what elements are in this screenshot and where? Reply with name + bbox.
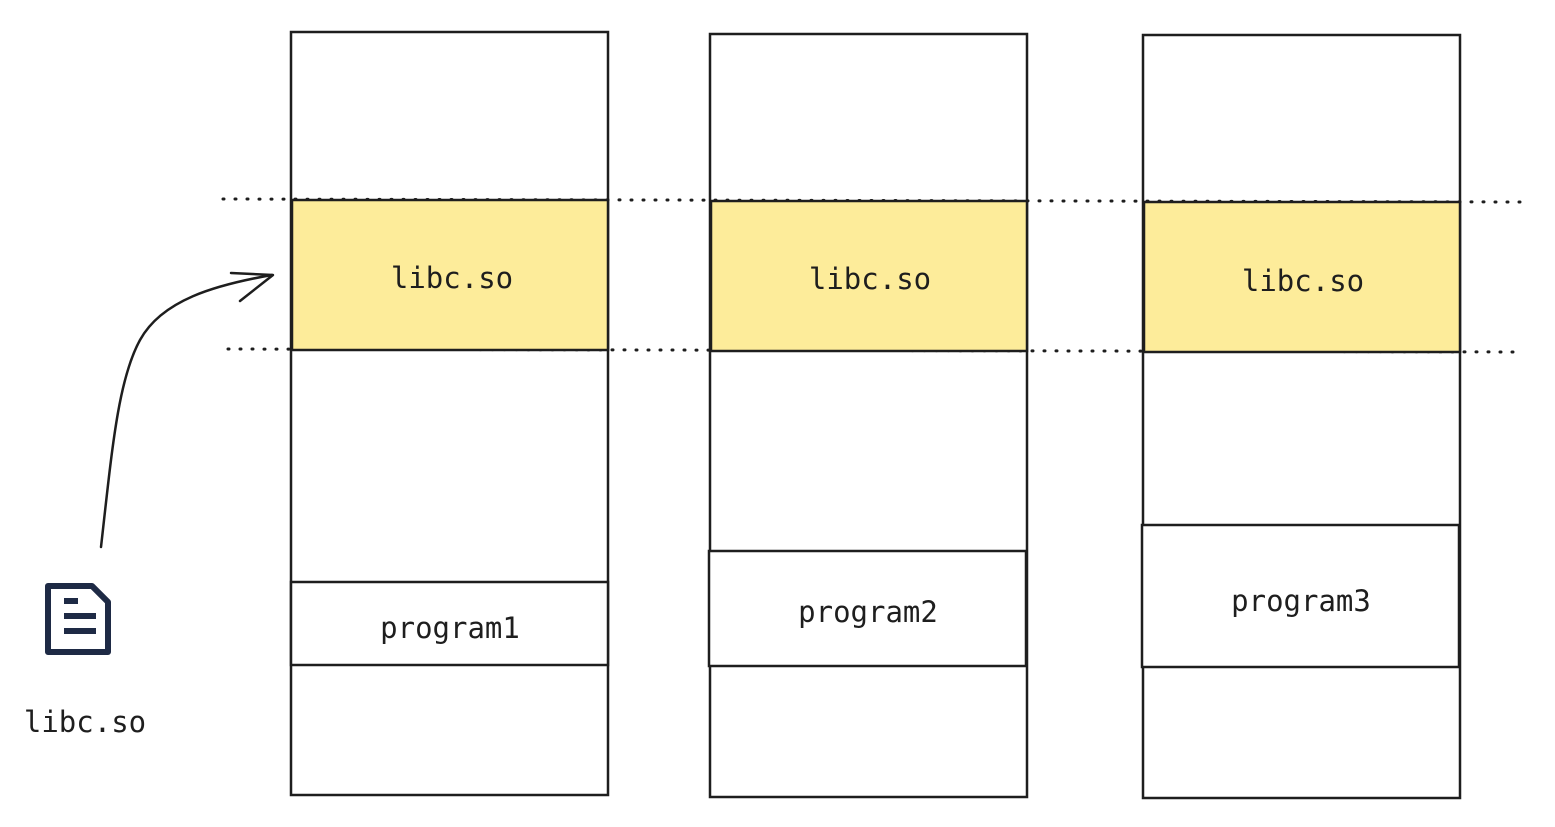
file-label: libc.so: [24, 705, 146, 739]
process-column-3: libc.so program3: [1140, 33, 1462, 800]
shared-lib-label-3: libc.so: [1242, 264, 1364, 298]
process-column-2: libc.so program2: [707, 32, 1029, 799]
program-label-2: program2: [798, 595, 938, 629]
address-space-1: [289, 30, 610, 797]
program-label-3: program3: [1231, 584, 1371, 618]
program-region-2: [707, 549, 1028, 668]
address-space-2: [708, 32, 1029, 799]
shared-lib-region-2: [709, 199, 1029, 353]
program-region-1: [289, 580, 610, 667]
load-arrow: [99, 271, 275, 549]
program-region-3: [1140, 523, 1461, 669]
process-column-1: libc.so program1: [289, 30, 610, 797]
shared-lib-region-1: [290, 198, 610, 352]
shared-lib-region-3: [1142, 200, 1462, 354]
shared-lib-label-2: libc.so: [809, 262, 931, 296]
program-label-1: program1: [380, 611, 520, 645]
file-text-icon: [45, 583, 111, 655]
address-space-3: [1141, 33, 1462, 800]
shared-lib-label-1: libc.so: [391, 261, 513, 295]
